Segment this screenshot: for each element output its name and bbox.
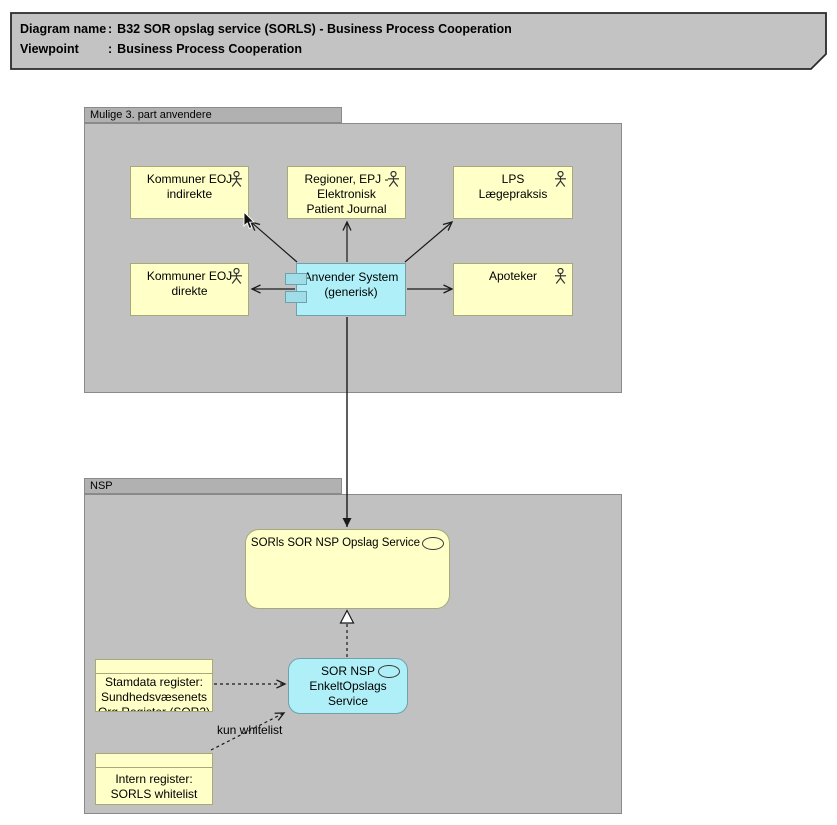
- node-label-line: SORLS whitelist: [110, 787, 198, 801]
- business-actor-icon: [230, 267, 243, 289]
- application-component-icon: [285, 291, 307, 303]
- title-value: Business Process Cooperation: [117, 42, 302, 56]
- application-component-icon: [285, 273, 307, 285]
- application-service-icon: [378, 665, 400, 678]
- node-anvender-system[interactable]: Anvender System (generisk): [285, 263, 406, 316]
- node-lps-laegepraksis[interactable]: LPS Lægepraksis: [453, 166, 573, 219]
- node-label-line: Service: [327, 694, 368, 708]
- node-label-line: (generisk): [324, 285, 378, 299]
- diagram-title-block[interactable]: Diagram name: B32 SOR opslag service (SOR…: [10, 12, 828, 71]
- kun-whitelist-label: kun whitelist: [217, 723, 283, 737]
- group-body-mulige-3-part-anvendere[interactable]: [84, 123, 622, 393]
- title-label: Diagram name: [20, 22, 107, 36]
- title-colon: :: [108, 42, 113, 56]
- node-label-line: Org Register (SOR2): [96, 705, 212, 711]
- node-apoteker[interactable]: Apoteker: [453, 263, 573, 316]
- business-actor-icon: [554, 170, 567, 192]
- node-label-line: SORls SOR NSP Opslag Service: [250, 537, 421, 549]
- node-label-line: Sundhedsvæsenets: [100, 690, 208, 704]
- business-actor-icon: [554, 267, 567, 289]
- business-object-strip: [96, 754, 212, 768]
- node-kommuner-eoj-direkte[interactable]: Kommuner EOJ direkte: [130, 263, 249, 316]
- node-label-line: Patient Journal: [306, 202, 387, 216]
- group-tab-nsp[interactable]: NSP: [84, 478, 342, 494]
- node-label-line: Intern register:: [115, 772, 193, 786]
- title-shape: [10, 12, 827, 70]
- node-regioner-epj[interactable]: Regioner, EPJ - Elektronisk Patient Jour…: [287, 166, 406, 219]
- node-label-line: Stamdata register:: [104, 675, 204, 689]
- business-actor-icon: [387, 170, 400, 192]
- group-label: Mulige 3. part anvendere: [90, 109, 212, 121]
- business-actor-icon: [230, 170, 243, 192]
- application-service-icon: [422, 537, 445, 550]
- title-colon: :: [108, 22, 113, 36]
- node-label-line: EnkeltOpslags: [309, 679, 387, 693]
- title-value: B32 SOR opslag service (SORLS) - Busines…: [117, 22, 512, 36]
- title-row: Viewpoint: Business Process Cooperation: [20, 39, 512, 59]
- node-stamdata-register[interactable]: Stamdata register: Sundhedsvæsenets Org …: [95, 659, 213, 712]
- node-sorls-sor-nsp-opslag-service[interactable]: SORls SOR NSP Opslag Service: [245, 529, 450, 609]
- cursor-icon: [243, 210, 256, 235]
- group-label: NSP: [90, 480, 113, 492]
- diagram-title-text: Diagram name: B32 SOR opslag service (SOR…: [20, 19, 512, 59]
- node-label-line: Anvender System: [303, 270, 399, 284]
- business-object-strip: [96, 660, 212, 674]
- group-tab-mulige-3-part-anvendere[interactable]: Mulige 3. part anvendere: [84, 107, 342, 123]
- node-sor-nsp-enkeltopslags-service[interactable]: SOR NSP EnkeltOpslags Service: [288, 658, 408, 714]
- node-kommuner-eoj-indirekte[interactable]: Kommuner EOJ indirekte: [130, 166, 249, 219]
- title-row: Diagram name: B32 SOR opslag service (SOR…: [20, 19, 512, 39]
- node-intern-register[interactable]: Intern register: SORLS whitelist: [95, 753, 213, 805]
- title-label: Viewpoint: [20, 42, 79, 56]
